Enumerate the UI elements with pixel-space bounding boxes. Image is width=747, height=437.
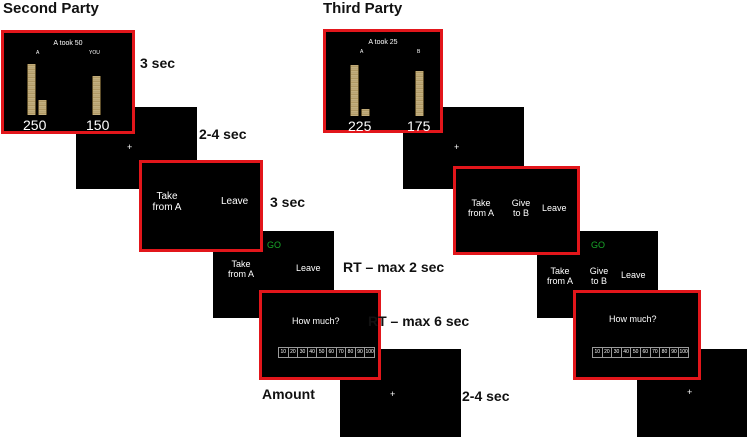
scale-tick: 50 bbox=[630, 348, 640, 357]
choice-option-leave: Leave bbox=[221, 196, 249, 207]
coin-stack-you bbox=[92, 76, 101, 115]
amount-screen: How much? 10 20 30 40 50 60 70 80 90 100 bbox=[259, 290, 381, 380]
choice-screen: Take from A Leave bbox=[139, 160, 263, 252]
amount-label: Amount bbox=[262, 386, 315, 402]
response-option-take: Take from A bbox=[227, 259, 254, 279]
scale-tick: 70 bbox=[649, 348, 660, 357]
scale-tick: 10 bbox=[594, 349, 601, 355]
choice-screen-third: Take from A Give to B Leave bbox=[453, 166, 580, 255]
fixation-cross: + bbox=[127, 142, 133, 152]
scale-tick: 20 bbox=[601, 348, 612, 357]
value-a: 225 bbox=[348, 118, 372, 134]
timing-choice: 3 sec bbox=[270, 194, 306, 210]
amount-question: How much? bbox=[609, 314, 657, 324]
player-you-label: YOU bbox=[89, 50, 100, 56]
scale-tick: 80 bbox=[345, 348, 355, 357]
scale-tick: 40 bbox=[620, 348, 631, 357]
scale-tick: 20 bbox=[287, 348, 298, 357]
scale-tick: 60 bbox=[639, 348, 650, 357]
outcome-screen-third: A took 25 A B 225 175 bbox=[323, 29, 443, 134]
amount-scale: 10 20 30 40 50 60 70 80 90 100 bbox=[592, 347, 689, 358]
timing-outcome: 3 sec bbox=[140, 55, 176, 71]
choice-option-take: Take from A bbox=[152, 191, 182, 213]
timing-amount: RT – max 6 sec bbox=[368, 313, 470, 329]
timing-fixation: 2-4 sec bbox=[199, 126, 247, 142]
coin-stack-a bbox=[27, 64, 36, 115]
value-a: 250 bbox=[23, 117, 47, 133]
outcome-screen: A took 50 A YOU 250 150 bbox=[1, 30, 135, 134]
outcome-caption: A took 50 bbox=[53, 40, 83, 47]
player-b-label: B bbox=[417, 49, 421, 55]
coin-stack-b bbox=[415, 71, 424, 116]
amount-screen-third: How much? 10 20 30 40 50 60 70 80 90 100 bbox=[573, 290, 701, 380]
choice-option-leave: Leave bbox=[542, 203, 567, 213]
choice-option-give: Give to B bbox=[511, 198, 531, 218]
scale-tick: 80 bbox=[659, 348, 669, 357]
response-option-leave: Leave bbox=[296, 263, 321, 273]
player-a-label: A bbox=[36, 50, 40, 56]
scale-tick: 90 bbox=[354, 348, 365, 357]
scale-tick: 10 bbox=[280, 349, 287, 355]
scale-tick: 70 bbox=[335, 348, 346, 357]
value-b: 175 bbox=[407, 118, 431, 134]
coin-stack-taken bbox=[38, 100, 47, 115]
value-you: 150 bbox=[86, 117, 110, 133]
response-option-take: Take from A bbox=[546, 266, 573, 286]
second-party-title: Second Party bbox=[3, 0, 99, 17]
amount-question: How much? bbox=[292, 316, 340, 326]
scale-tick: 90 bbox=[668, 348, 679, 357]
coin-stack-a bbox=[350, 65, 359, 116]
scale-tick: 50 bbox=[316, 348, 326, 357]
fixation-cross: + bbox=[454, 142, 460, 152]
outcome-caption: A took 25 bbox=[368, 39, 398, 46]
player-a-label: A bbox=[360, 49, 364, 55]
timing-response: RT – max 2 sec bbox=[343, 259, 445, 275]
scale-tick: 30 bbox=[611, 348, 621, 357]
coin-stack-taken bbox=[361, 109, 370, 116]
fixation-cross: + bbox=[687, 387, 693, 397]
fixation-cross: + bbox=[390, 389, 396, 399]
go-cue: GO bbox=[267, 240, 282, 250]
third-party-title: Third Party bbox=[323, 0, 403, 17]
timing-fixation-final: 2-4 sec bbox=[462, 388, 510, 404]
scale-tick: 60 bbox=[325, 348, 336, 357]
response-option-give: Give to B bbox=[589, 266, 609, 286]
scale-tick: 40 bbox=[306, 348, 317, 357]
choice-option-take: Take from A bbox=[467, 198, 494, 218]
scale-tick: 30 bbox=[297, 348, 307, 357]
scale-tick: 100 bbox=[678, 348, 688, 357]
amount-scale: 10 20 30 40 50 60 70 80 90 100 bbox=[278, 347, 375, 358]
go-cue: GO bbox=[591, 240, 606, 250]
scale-tick: 100 bbox=[364, 348, 374, 357]
response-option-leave: Leave bbox=[621, 270, 646, 280]
